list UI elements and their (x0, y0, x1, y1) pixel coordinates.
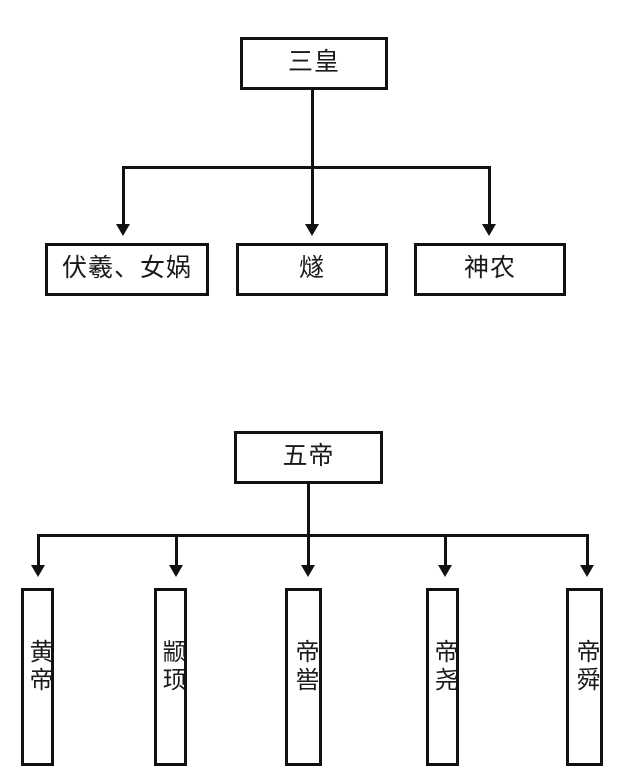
node-label: 三皇 (287, 49, 340, 77)
arrowhead-icon (438, 565, 452, 577)
node-label: 黄帝 (25, 639, 52, 695)
connector-drop-d2-4 (444, 534, 447, 567)
node-huangdi[interactable]: 黄帝 (21, 588, 54, 766)
connector-drop-d2-3 (307, 534, 310, 567)
node-diku[interactable]: 帝喾 (285, 588, 322, 766)
node-fuxi-nuwa[interactable]: 伏羲、女娲 (45, 243, 209, 296)
node-shennong[interactable]: 神农 (414, 243, 566, 296)
node-label: 帝舜 (572, 639, 599, 695)
node-label: 帝尧 (430, 639, 457, 695)
node-zhuanxu[interactable]: 颛顼 (154, 588, 187, 766)
arrowhead-icon (31, 565, 45, 577)
node-five-emperors-root[interactable]: 五帝 (234, 431, 383, 484)
node-label: 神农 (463, 255, 516, 283)
connector-stem-d2 (307, 484, 310, 536)
connector-bus-d2 (37, 534, 589, 537)
node-suiren[interactable]: 燧 (236, 243, 388, 296)
connector-bus-d1 (122, 166, 491, 169)
node-three-sovereigns-root[interactable]: 三皇 (240, 37, 388, 90)
connector-drop-d2-1 (37, 534, 40, 567)
arrowhead-icon (301, 565, 315, 577)
node-dishun[interactable]: 帝舜 (566, 588, 603, 766)
connector-drop-d1-2 (311, 166, 314, 226)
connector-drop-d2-5 (586, 534, 589, 567)
arrowhead-icon (482, 224, 496, 236)
connector-stem-d1 (311, 90, 314, 168)
node-label: 五帝 (282, 443, 335, 471)
node-label: 燧 (298, 255, 325, 283)
arrowhead-icon (305, 224, 319, 236)
arrowhead-icon (169, 565, 183, 577)
connector-drop-d1-1 (122, 166, 125, 226)
connector-drop-d1-3 (488, 166, 491, 226)
node-label: 伏羲、女娲 (61, 255, 192, 283)
node-diyao[interactable]: 帝尧 (426, 588, 459, 766)
arrowhead-icon (580, 565, 594, 577)
connector-drop-d2-2 (175, 534, 178, 567)
node-label: 帝喾 (291, 639, 318, 695)
node-label: 颛顼 (158, 639, 185, 695)
arrowhead-icon (116, 224, 130, 236)
